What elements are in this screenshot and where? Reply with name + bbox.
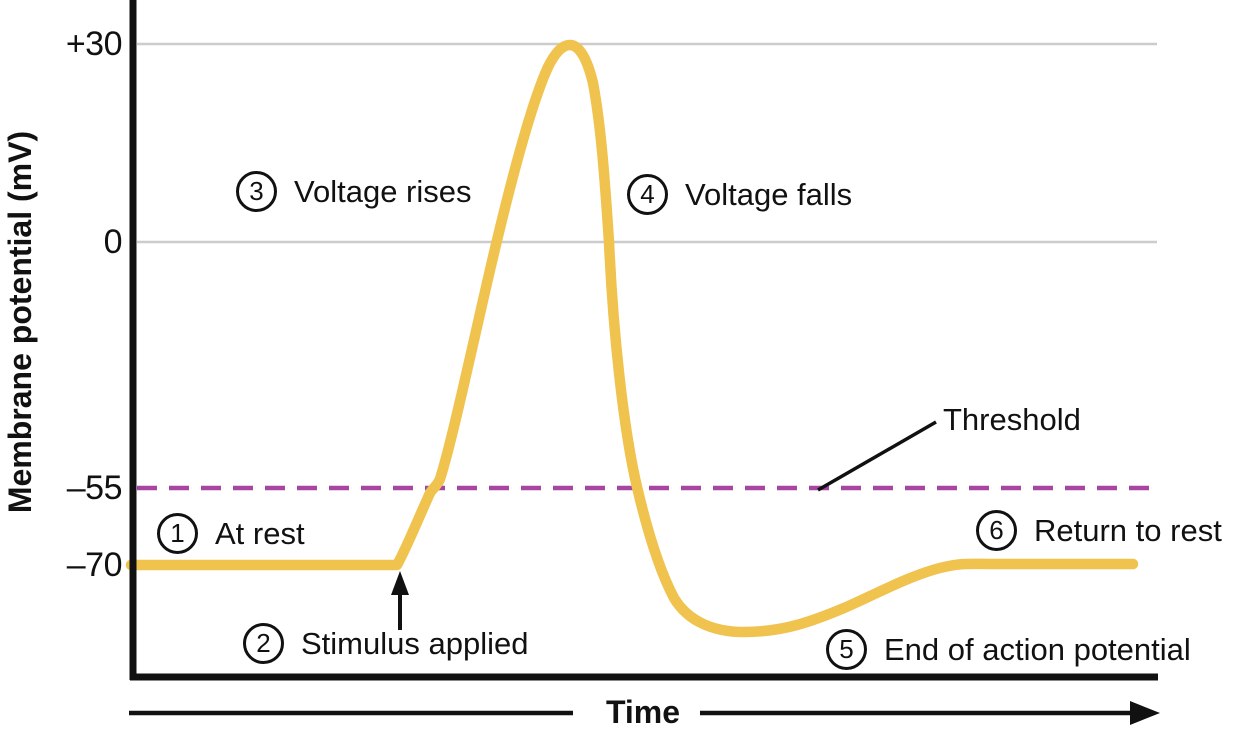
step-4-circle-icon: 4 bbox=[627, 174, 668, 215]
step-return-to-rest: 6 Return to rest bbox=[976, 510, 1222, 551]
step-3-label: Voltage rises bbox=[294, 173, 472, 209]
stimulus-arrow-head-icon bbox=[391, 571, 409, 595]
step-voltage-rises: 3 Voltage rises bbox=[236, 171, 472, 212]
membrane-potential-curve bbox=[125, 39, 1139, 638]
y-tick-zero: 0 bbox=[103, 223, 123, 261]
time-arrow-head-icon bbox=[1130, 701, 1160, 725]
y-tick-minus70: –70 bbox=[66, 546, 123, 584]
threshold-pointer-line bbox=[817, 420, 937, 492]
y-tick-minus55: –55 bbox=[66, 469, 123, 507]
step-1-circle-icon: 1 bbox=[157, 513, 198, 554]
step-2-circle-icon: 2 bbox=[243, 623, 284, 664]
threshold-label: Threshold bbox=[943, 402, 1081, 437]
x-axis-label: Time bbox=[605, 694, 681, 730]
step-5-circle-icon: 5 bbox=[826, 629, 867, 670]
step-3-circle-icon: 3 bbox=[236, 171, 277, 212]
step-voltage-falls: 4 Voltage falls bbox=[627, 174, 852, 215]
step-6-circle-icon: 6 bbox=[976, 510, 1017, 551]
step-end-of-action-potential: 5 End of action potential bbox=[826, 629, 1191, 670]
step-6-label: Return to rest bbox=[1034, 512, 1222, 548]
step-5-label: End of action potential bbox=[884, 631, 1191, 667]
step-at-rest: 1 At rest bbox=[157, 513, 305, 554]
step-1-label: At rest bbox=[215, 515, 305, 551]
step-2-label: Stimulus applied bbox=[301, 625, 529, 661]
step-4-label: Voltage falls bbox=[685, 176, 853, 212]
y-tick-plus30: +30 bbox=[65, 25, 123, 63]
step-stimulus-applied: 2 Stimulus applied bbox=[243, 623, 528, 664]
